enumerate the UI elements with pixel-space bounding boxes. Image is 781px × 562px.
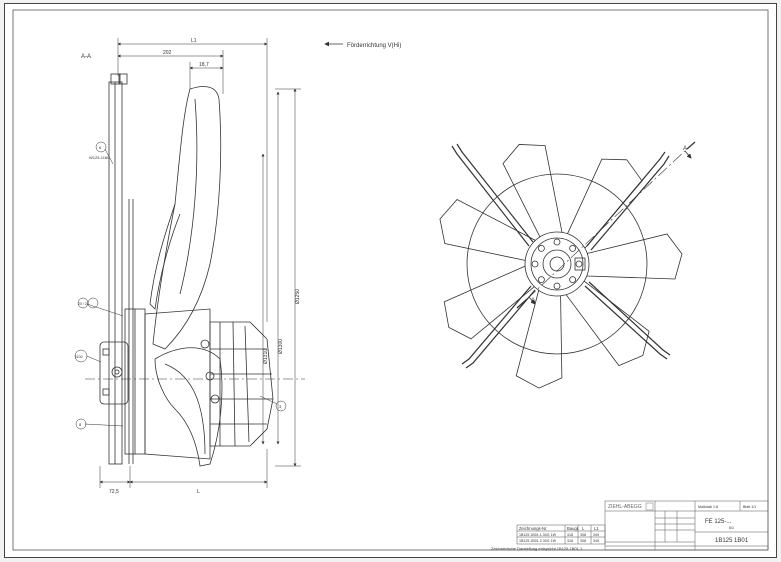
table-header-drawing-no: Zeichnungs-Nr.	[519, 526, 547, 531]
outer-ring	[466, 173, 648, 355]
table-row-1-size: 318	[567, 533, 573, 537]
sheet-label: Blatt 1/1	[743, 505, 756, 509]
blade-3	[515, 290, 563, 389]
callout-6-note: W125-1180	[89, 155, 110, 160]
callout-6: 6	[99, 145, 102, 150]
blade-6	[502, 144, 563, 240]
side-labels: A-A L1 202 18,7 72,5 L Ø1250 Ø1300 Ø1310…	[75, 38, 301, 495]
callout-8: 8	[79, 422, 82, 427]
hub-bolts	[531, 238, 583, 290]
table-row-1-l1: 349	[593, 533, 599, 537]
section-mark-a2: A	[531, 298, 535, 304]
dim-18: 18,7	[199, 62, 209, 68]
motor-housing	[209, 321, 274, 447]
hub-housing	[144, 308, 211, 460]
callout-1100: 1100	[75, 355, 83, 359]
title-block: ZIEHL-ABEGG Maßstab 1:8 Blatt 1/1 FE 125…	[604, 500, 769, 551]
side-view	[85, 73, 305, 467]
flow-direction-label: Förderrichtung V(Hi)	[347, 43, 401, 49]
table-row-2-size: 318	[567, 539, 573, 543]
section-mark-a1: A	[683, 146, 687, 152]
blade-profile-upper	[152, 86, 222, 350]
dim-d3: Ø1310	[263, 349, 269, 364]
table-header-l: L	[582, 526, 585, 531]
section-cut-line	[526, 148, 688, 300]
terminal-box	[99, 341, 129, 405]
guard-ring-plate	[108, 81, 123, 465]
table-row-2-l1: 349	[593, 539, 599, 543]
section-marks: A A	[531, 146, 687, 304]
callout-3: 3	[279, 404, 282, 409]
dim-d2: Ø1300	[278, 339, 284, 354]
hub-outer	[524, 231, 590, 297]
inner-frame	[12, 9, 769, 551]
table-row-2-l: 308	[580, 539, 586, 543]
company-logo-icon	[645, 502, 654, 511]
callout-20: 20 / 21	[78, 302, 89, 306]
scale-label: Maßstab 1:8	[698, 505, 718, 509]
drawing-subtitle: 6/1	[729, 526, 734, 530]
dim-l1: L1	[191, 38, 197, 44]
company-name: ZIEHL-ABEGG	[608, 504, 642, 510]
table-row-2-no: 1B125 1B01.2.30G 1W	[519, 539, 557, 543]
guard-struts	[451, 143, 671, 369]
table-note: Zeichnerische Darstellung entspricht 1B1…	[491, 546, 583, 551]
drawing-paper: A-A L1 202 18,7 72,5 L Ø1250 Ø1300 Ø1310…	[4, 3, 777, 558]
dim-725: 72,5	[109, 489, 119, 495]
dim-d1: Ø1250	[295, 289, 301, 304]
drawing-number: 1B125 1B01	[715, 538, 749, 544]
hub-middle	[530, 237, 584, 291]
technical-drawing: A-A L1 202 18,7 72,5 L Ø1250 Ø1300 Ø1310…	[12, 9, 769, 551]
drawing-title: FE 125-...	[705, 519, 732, 525]
front-view	[439, 141, 696, 389]
dim-202: 202	[163, 50, 172, 56]
hub-inner	[542, 249, 572, 279]
table-row-1-no: 1B125 1B01.1.30G 1W	[519, 533, 557, 537]
table-row-1-l: 308	[580, 533, 586, 537]
hub-keyway	[574, 257, 586, 271]
dim-l: L	[197, 489, 200, 495]
table-header-size: Baugr.	[567, 526, 579, 531]
side-dimensions	[74, 38, 301, 488]
table-header-l1: L1	[594, 526, 599, 531]
variant-table: Zeichnungs-Nr. Baugr. L L1 1B125 1B01.1.…	[491, 524, 606, 551]
flow-direction: Förderrichtung V(Hi)	[324, 41, 401, 49]
section-label: A-A	[81, 54, 91, 60]
blade-profile-lower	[154, 347, 223, 467]
